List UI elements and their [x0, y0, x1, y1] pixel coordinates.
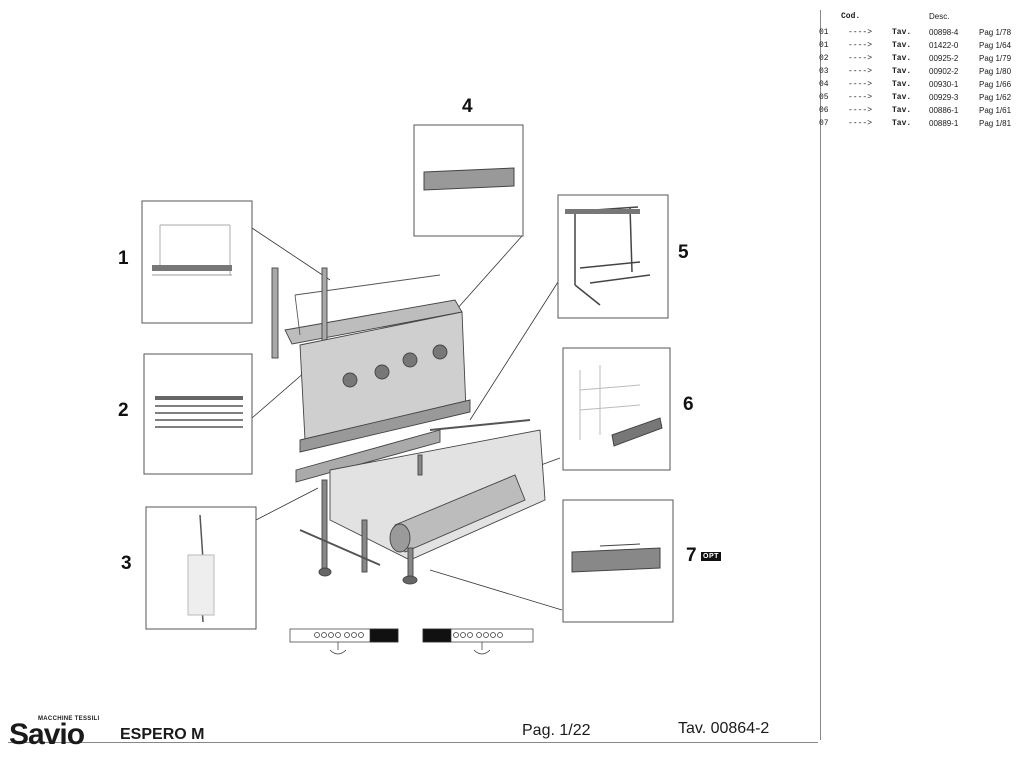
- row-tav: Tav.: [892, 41, 912, 50]
- row-cod: 03: [819, 67, 829, 76]
- brand-logo: Savio: [9, 718, 85, 751]
- row-page: Pag 1/79: [979, 54, 1012, 63]
- leader-line-1: [251, 227, 331, 281]
- row-arrow: ---->: [848, 80, 873, 89]
- row-arrow: ---->: [848, 41, 873, 50]
- row-tav: Tav.: [892, 80, 912, 89]
- row-arrow: ---->: [848, 54, 873, 63]
- callout-1: 1: [118, 248, 129, 269]
- callout-7: 7: [686, 545, 697, 566]
- row-desc: 00886-1: [929, 106, 959, 115]
- row-desc: 00898-4: [929, 28, 959, 37]
- row-desc: 01422-0: [929, 41, 959, 50]
- table-row: 03 ----> Tav. 00902-2 Pag 1/80: [819, 67, 1024, 79]
- row-tav: Tav.: [892, 106, 912, 115]
- row-cod: 06: [819, 106, 829, 115]
- layout-strip-right: [422, 628, 534, 655]
- row-page: Pag 1/80: [979, 67, 1012, 76]
- row-desc: 00929-3: [929, 93, 959, 102]
- callout-2: 2: [118, 400, 129, 421]
- row-cod: 07: [819, 119, 829, 128]
- page-number: Pag. 1/22: [522, 722, 591, 739]
- table-row: 01 ----> Tav. 00898-4 Pag 1/78: [819, 28, 1024, 40]
- bottom-border-line: [8, 742, 818, 743]
- row-desc: 00902-2: [929, 67, 959, 76]
- table-row: 05 ----> Tav. 00929-3 Pag 1/62: [819, 93, 1024, 105]
- header-desc: Desc.: [929, 12, 950, 21]
- inset-box-2: [143, 353, 253, 475]
- row-cod: 05: [819, 93, 829, 102]
- leader-line-7: [429, 569, 563, 611]
- row-desc: 00925-2: [929, 54, 959, 63]
- table-number: Tav. 00864-2: [678, 720, 770, 737]
- callout-5: 5: [678, 242, 689, 263]
- table-row: 02 ----> Tav. 00925-2 Pag 1/79: [819, 54, 1024, 66]
- table-row: 07 ----> Tav. 00889-1 Pag 1/81: [819, 119, 1024, 131]
- leader-line-3: [255, 487, 319, 521]
- row-cod: 01: [819, 28, 829, 37]
- row-tav: Tav.: [892, 119, 912, 128]
- row-arrow: ---->: [848, 28, 873, 37]
- inset-box-3: [145, 506, 257, 630]
- row-arrow: ---->: [848, 119, 873, 128]
- leader-line-2: [251, 371, 306, 419]
- row-page: Pag 1/61: [979, 106, 1012, 115]
- layout-strip-left: [289, 628, 399, 655]
- brand-tagline: MACCHINE TESSILI: [38, 716, 100, 722]
- machine-frame: [271, 267, 546, 585]
- row-page: Pag 1/62: [979, 93, 1012, 102]
- table-row: 04 ----> Tav. 00930-1 Pag 1/66: [819, 80, 1024, 92]
- row-tav: Tav.: [892, 67, 912, 76]
- callout-6: 6: [683, 394, 694, 415]
- callout-3: 3: [121, 553, 132, 574]
- inset-box-7: [562, 499, 674, 623]
- row-page: Pag 1/78: [979, 28, 1012, 37]
- leader-line-5: [469, 281, 559, 421]
- right-border-line: [820, 10, 821, 740]
- row-tav: Tav.: [892, 93, 912, 102]
- row-arrow: ---->: [848, 67, 873, 76]
- inset-box-6: [562, 347, 671, 471]
- row-page: Pag 1/66: [979, 80, 1012, 89]
- row-desc: 00889-1: [929, 119, 959, 128]
- row-tav: Tav.: [892, 54, 912, 63]
- inset-box-5: [557, 194, 669, 319]
- opt-badge: OPT: [701, 552, 721, 561]
- row-arrow: ---->: [848, 93, 873, 102]
- inset-box-1: [141, 200, 253, 324]
- header-cod: Cod.: [841, 12, 861, 21]
- row-page: Pag 1/64: [979, 41, 1012, 50]
- model-name: ESPERO M: [120, 726, 205, 743]
- row-page: Pag 1/81: [979, 119, 1012, 128]
- table-row: 06 ----> Tav. 00886-1 Pag 1/61: [819, 106, 1024, 118]
- callout-4: 4: [462, 96, 473, 117]
- row-tav: Tav.: [892, 28, 912, 37]
- row-cod: 02: [819, 54, 829, 63]
- row-cod: 01: [819, 41, 829, 50]
- row-arrow: ---->: [848, 106, 873, 115]
- row-desc: 00930-1: [929, 80, 959, 89]
- table-row: 01 ----> Tav. 01422-0 Pag 1/64: [819, 41, 1024, 53]
- inset-box-4: [413, 124, 524, 237]
- row-cod: 04: [819, 80, 829, 89]
